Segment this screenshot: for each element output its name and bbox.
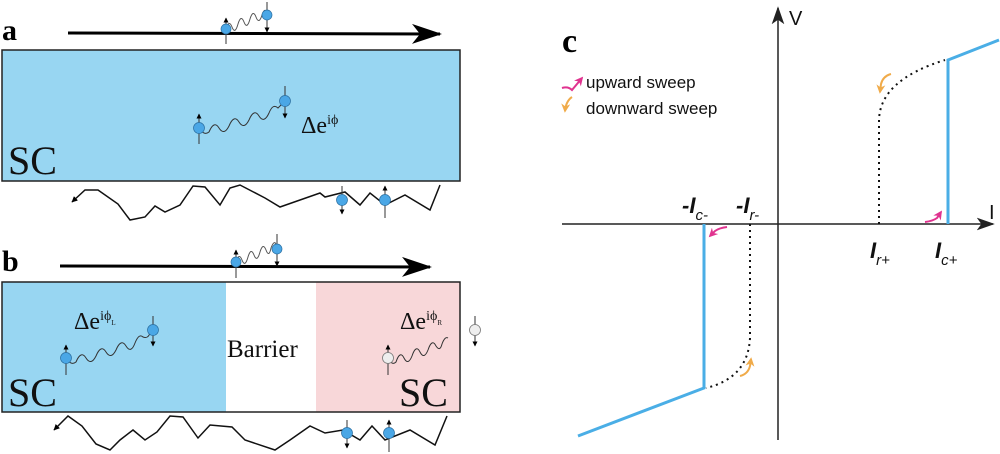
upward-sweep-icon	[561, 76, 584, 92]
cooper-pair-top	[220, 2, 273, 44]
legend: upward sweep downward sweep	[561, 73, 717, 118]
pairing-wave	[387, 337, 449, 364]
retrapping-curve-negative	[705, 224, 751, 389]
sc-label: SC	[8, 138, 57, 183]
electron-icon	[383, 427, 395, 439]
panel-c-label: c	[562, 23, 577, 60]
iv-curve-positive-branch	[946, 38, 1000, 224]
cooper-pair-top	[230, 234, 283, 278]
panel-a-label: a	[2, 14, 17, 47]
pairing-wave	[225, 9, 267, 31]
cooper-pair-left	[60, 316, 159, 375]
pairing-wave	[198, 101, 285, 134]
electron-up-icon	[193, 122, 205, 134]
sc-left-label: SC	[8, 370, 57, 415]
downward-sweep-icon	[561, 96, 573, 113]
electron-hollow-up-icon	[382, 352, 394, 364]
panel-b: b SC SC Barrier ΔeiϕL ΔeiϕR	[1, 234, 481, 452]
tick-label-pos-ir: Ir+	[870, 238, 890, 269]
tick-label-neg-ic: -Ic-	[682, 193, 708, 224]
barrier-region	[226, 282, 316, 412]
electron-up-icon	[220, 23, 232, 35]
upward-sweep-arrow-negative	[708, 226, 728, 238]
electron-up-icon	[60, 352, 72, 364]
panel-a: a SC Δeiϕ	[1, 2, 461, 221]
order-parameter: Δeiϕ	[301, 113, 338, 139]
barrier-label: Barrier	[227, 336, 298, 363]
legend-downward-label: downward sweep	[586, 99, 717, 118]
left-superconductor-region	[2, 282, 226, 412]
supercurrent-arrow	[59, 256, 432, 277]
cooper-pair-right	[382, 316, 481, 375]
right-order-parameter: ΔeiϕR	[400, 309, 442, 335]
electron-down-icon	[279, 95, 291, 107]
downward-sweep-arrow-positive	[876, 73, 892, 94]
retrapping-curve-positive	[878, 59, 946, 224]
panel-c: c upward sweep downward sweep V I -Ic- -…	[561, 6, 1000, 440]
electron-down-icon	[271, 243, 283, 255]
tick-label-neg-ir: -Ir-	[736, 193, 759, 224]
legend-upward-label: upward sweep	[586, 73, 696, 92]
cooper-pair-center	[193, 86, 291, 144]
tick-label-pos-ic: Ic+	[935, 238, 958, 269]
electron-down-icon	[147, 324, 159, 336]
sc-right-label: SC	[399, 370, 448, 415]
panel-b-label: b	[2, 245, 19, 278]
quasiparticle-path	[71, 184, 441, 221]
supercurrent-arrow	[67, 23, 442, 44]
x-axis-label: I	[989, 202, 995, 224]
electron-icon	[336, 194, 348, 206]
left-order-parameter: ΔeiϕL	[74, 309, 116, 335]
electron-icon	[379, 194, 391, 206]
electron-up-icon	[230, 256, 242, 268]
pairing-wave	[65, 332, 151, 364]
electron-hollow-down-icon	[469, 324, 481, 336]
electron-down-icon	[261, 9, 273, 21]
quasiparticle-path	[53, 415, 448, 451]
iv-curve-negative-branch	[577, 224, 706, 438]
downward-sweep-arrow-negative	[739, 357, 755, 377]
electron-icon	[341, 427, 353, 439]
y-axis-label: V	[789, 8, 803, 30]
upward-sweep-arrow-positive	[924, 210, 942, 223]
pairing-wave	[235, 242, 277, 264]
superconductor-region	[1, 49, 461, 182]
junction-outline	[1, 281, 461, 413]
